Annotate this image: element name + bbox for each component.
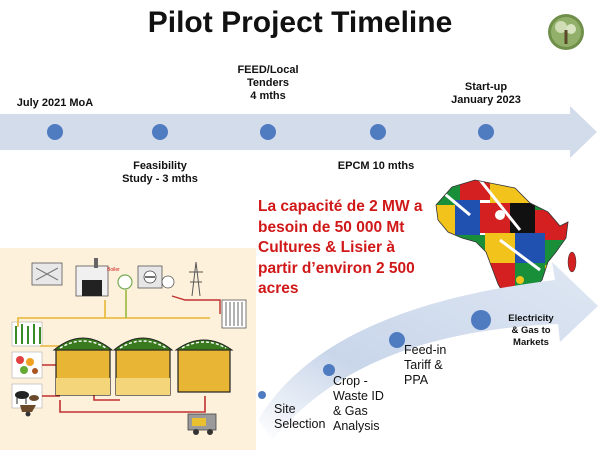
power-pylon-icon: [189, 261, 203, 297]
milestone-label-feasibility: Feasibility Study - 3 mths: [122, 160, 198, 185]
chain-dot-4: [471, 310, 491, 330]
chain-label-electricity: Electricity & Gas to Markets: [508, 313, 554, 348]
chain-dot-1: [258, 391, 266, 399]
crops-icon: [11, 321, 43, 347]
milestone-label-feed: FEED/Local Tenders 4 mths: [237, 64, 299, 102]
milestone-dot-4: [370, 124, 386, 140]
radiator-icon: [221, 299, 247, 329]
boiler-label: Boiler: [107, 267, 120, 273]
milestone-label-startup: Start-up January 2023: [451, 81, 521, 106]
chain-label-site: Site Selection: [274, 402, 326, 431]
food-waste-icon: [11, 351, 43, 379]
milestone-label-epcm: EPCM 10 mths: [337, 160, 415, 172]
capacity-text: La capacité de 2 MW a besoin de 50 000 M…: [258, 198, 423, 297]
chain-dot-3: [389, 332, 405, 348]
boiler-icon: Boiler: [75, 258, 120, 297]
milestone-dot-2: [152, 124, 168, 140]
milestone-dot-1: [47, 124, 63, 140]
barrow-icon: [20, 405, 36, 417]
digester-tank-2: [112, 337, 174, 396]
milestone-dot-3: [260, 124, 276, 140]
milestone-label-moa: July 2021 MoA: [16, 97, 94, 109]
shredder-icon: [31, 262, 63, 286]
cattle-icon: [11, 383, 43, 409]
trailer-icon: [187, 413, 217, 435]
digester-tank-1: [52, 337, 114, 396]
milestone-dot-5: [478, 124, 494, 140]
page-title: Pilot Project Timeline: [147, 6, 453, 39]
chain-label-feedin: Feed-in Tariff & PPA: [404, 343, 447, 387]
storage-tank: [174, 339, 234, 393]
chain-label-crop: Crop - Waste ID & Gas Analysis: [333, 374, 384, 433]
gas-engine-icon: [117, 265, 175, 290]
